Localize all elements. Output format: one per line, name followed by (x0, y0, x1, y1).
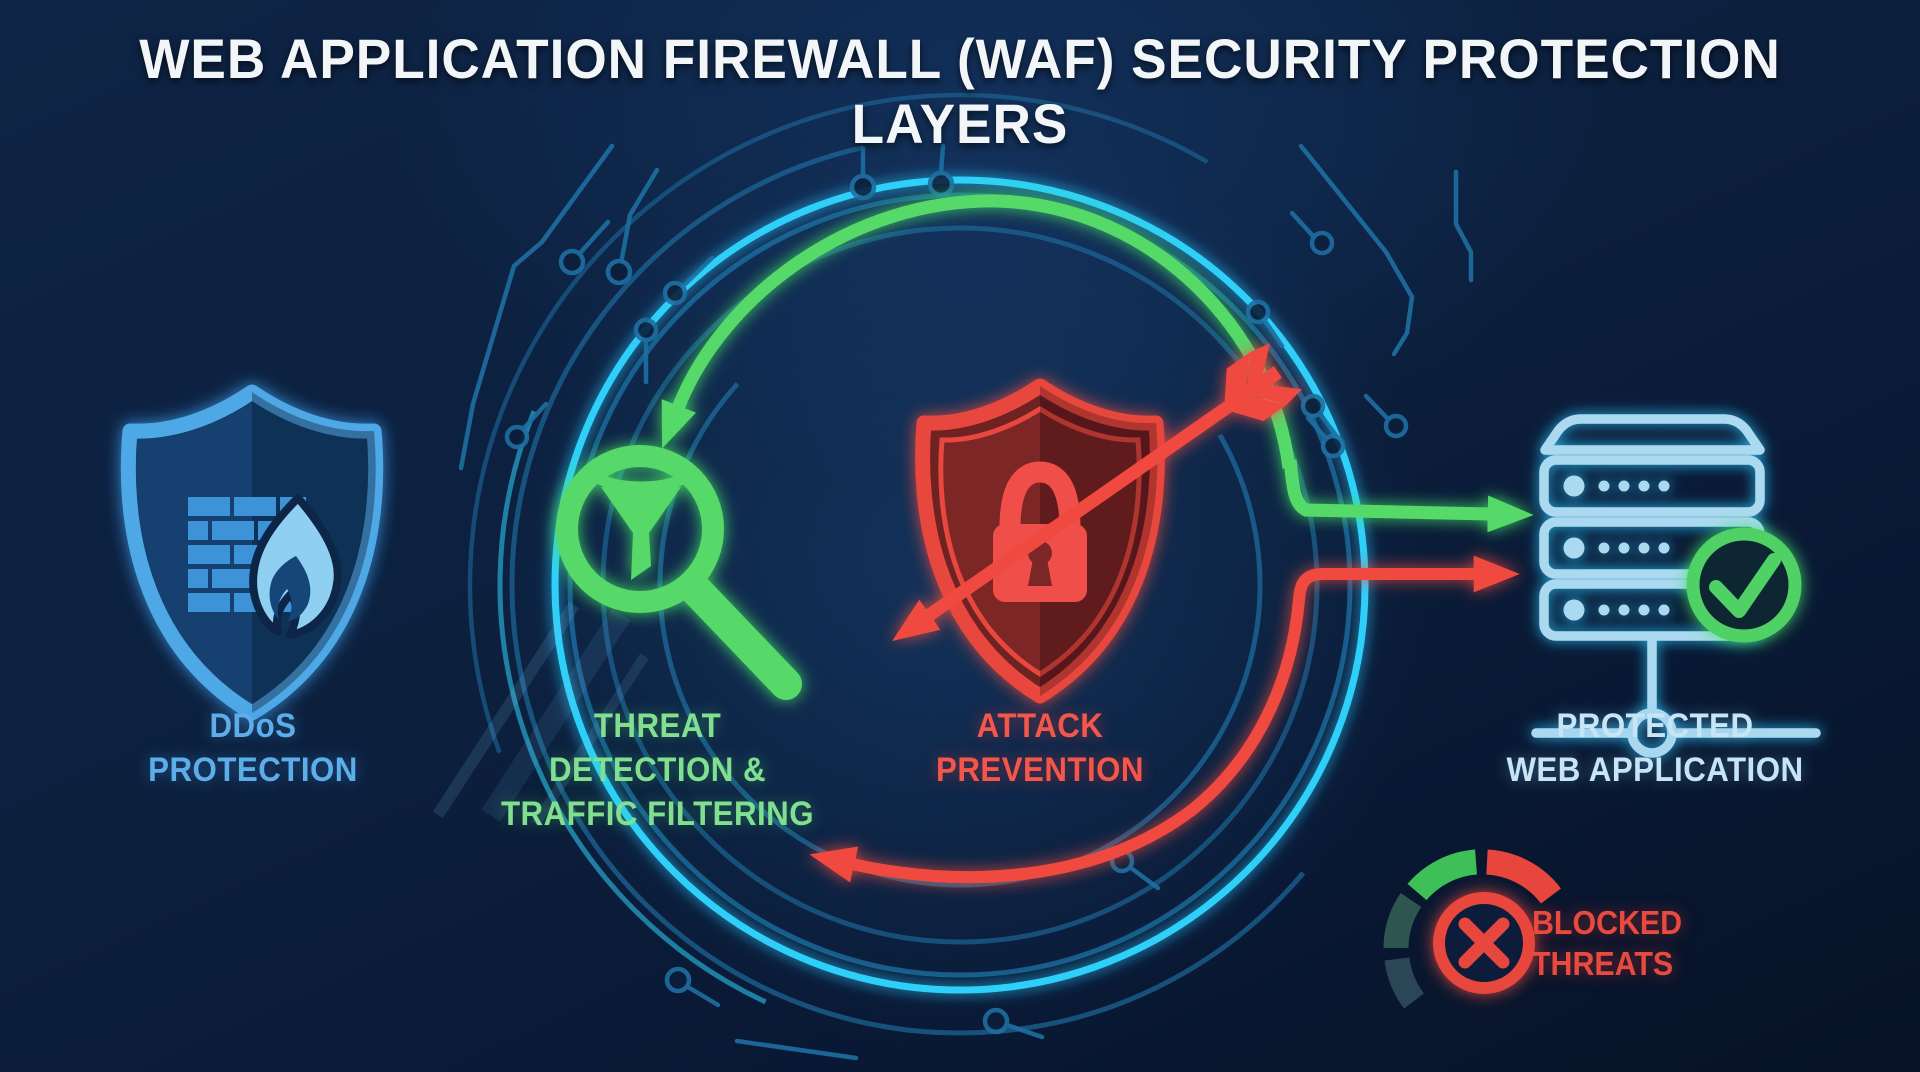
server-leds (1563, 475, 1670, 621)
gauge-x-circle-icon (1383, 849, 1561, 1009)
x-circle-icon (1433, 892, 1535, 994)
label-protected-web-application: PROTECTED WEB APPLICATION (1506, 707, 1804, 790)
label-attack-prevention: ATTACK PREVENTION (936, 707, 1144, 790)
label-blocked-threats: BLOCKED THREATS (1532, 904, 1683, 983)
shield-firewall-flame-icon (120, 384, 384, 721)
server-stack-check-icon (1531, 414, 1821, 758)
label-ddos-protection: DDoS PROTECTION (148, 707, 358, 790)
check-circle-icon (1686, 527, 1802, 643)
page-title: WEB APPLICATION FIREWALL (WAF) SECURITY … (139, 27, 1781, 155)
label-threat-detection: THREAT DETECTION & TRAFFIC FILTERING (500, 707, 815, 834)
